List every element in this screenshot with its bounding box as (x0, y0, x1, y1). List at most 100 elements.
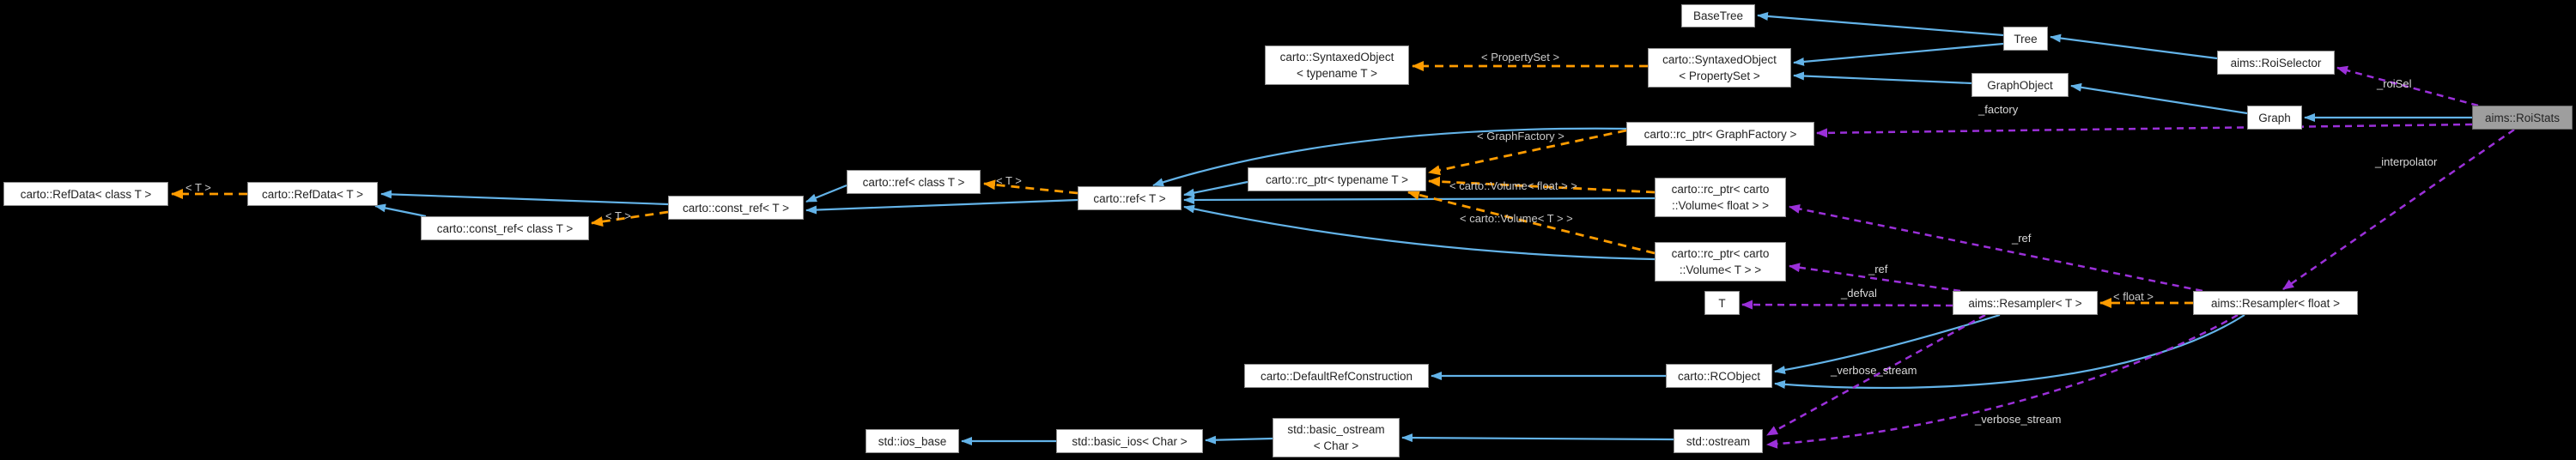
node-carto-ref-t[interactable]: carto::ref< T > (1078, 186, 1182, 210)
node-tree[interactable]: Tree (2003, 27, 2048, 51)
node-carto-refdata-t[interactable]: carto::RefData< T > (247, 182, 378, 206)
node-carto-syntaxedobject-propertyset[interactable]: carto::SyntaxedObject< PropertySet > (1648, 48, 1791, 88)
node-graphobject[interactable]: GraphObject (1971, 73, 2069, 97)
edge-label-template-t: < T > (996, 174, 1022, 187)
node-label: carto::rc_ptr< GraphFactory > (1643, 127, 1797, 141)
edge-rcptrt-to-reft (1183, 180, 1249, 197)
edge-resamplert-to-rcobject (1774, 313, 2001, 374)
edge-roistats-factory (1816, 123, 2473, 138)
edge-label-verbose-stream: _verbose_stream (1975, 413, 2062, 426)
edge-label-factory: _factory (1978, 103, 2019, 116)
edge-reft-to-refclass (983, 179, 1078, 195)
node-carto-defaultrefconstruction[interactable]: carto::DefaultRefConstruction (1244, 364, 1429, 388)
node-label: ::Volume< T > > (1679, 263, 1762, 276)
node-aims-resampler-t[interactable]: aims::Resampler< T > (1953, 291, 2098, 315)
node-label: carto::const_ref< T > (682, 201, 790, 215)
edge-ostream-to-basicostream (1401, 433, 1674, 443)
edge-graph-to-graphobject (2070, 82, 2248, 115)
node-carto-syntaxedobject-typename-t[interactable]: carto::SyntaxedObject< typename T > (1265, 45, 1409, 85)
node-label: T (1718, 296, 1726, 310)
edge-resamplert-defval (1741, 300, 1953, 310)
edge-rcptrvt-to-rcptrt (1407, 190, 1656, 255)
node-label: GraphObject (1987, 78, 2053, 92)
node-carto-const-ref-t[interactable]: carto::const_ref< T > (668, 196, 804, 220)
node-label: carto::rc_ptr< typename T > (1265, 172, 1409, 186)
node-carto-refdata-class-t[interactable]: carto::RefData< class T > (3, 182, 168, 206)
edge-roistats-interpolator (2282, 128, 2515, 291)
edge-roiselector-to-tree (2050, 33, 2218, 60)
edge-label-roisel: _roiSel (2377, 77, 2412, 90)
edge-rcptrgf-to-reft (1152, 127, 1627, 187)
node-label: carto::SyntaxedObject (1662, 53, 1777, 66)
node-label: aims::RoiStats (2484, 111, 2561, 124)
node-label: carto::const_ref< class T > (436, 221, 574, 235)
node-label: BaseTree (1692, 9, 1744, 22)
edge-constreft-to-refdatat (380, 190, 669, 206)
node-label: carto::rc_ptr< carto (1671, 183, 1770, 196)
node-label: aims::RoiSelector (2230, 56, 2322, 70)
node-label: carto::rc_ptr< carto (1671, 247, 1770, 260)
edge-label-verbose-stream: _verbose_stream (1831, 364, 1917, 377)
node-carto-rcobject[interactable]: carto::RCObject (1666, 364, 1772, 388)
edge-rcptrvf-to-reft (1183, 195, 1656, 204)
edge-label-propertyset: < PropertySet > (1481, 51, 1560, 64)
node-std-basic-ios-char[interactable]: std::basic_ios< Char > (1056, 429, 1203, 453)
edge-label-ref: _ref (2012, 232, 2032, 245)
edge-graphobject-to-syntaxedps (1793, 71, 1972, 85)
node-carto-const-ref-class-t[interactable]: carto::const_ref< class T > (421, 216, 589, 240)
edge-roistats-roisel (2336, 65, 2479, 107)
node-label: < Char > (1313, 439, 1359, 452)
node-label: std::ios_base (878, 434, 947, 448)
node-label: std::basic_ios< Char > (1072, 434, 1188, 448)
node-carto-rc-ptr-volume-t[interactable]: carto::rc_ptr< carto::Volume< T > > (1655, 242, 1786, 281)
edge-refclass-to-constreft (805, 184, 848, 203)
edge-label-volume-t: < carto::Volume< T > > (1460, 212, 1573, 225)
edge-tree-to-syntaxedps (1793, 42, 2004, 66)
node-aims-roistats-current: aims::RoiStats (2472, 106, 2573, 130)
node-carto-rc-ptr-typename-t[interactable]: carto::rc_ptr< typename T > (1248, 167, 1426, 191)
node-std-ios-base[interactable]: std::ios_base (866, 429, 959, 453)
node-carto-ref-class-t[interactable]: carto::ref< class T > (847, 170, 981, 194)
edge-constreft-to-constrefclass (591, 210, 669, 227)
edge-basicostream-to-basicios (1205, 435, 1273, 445)
node-label: < PropertySet > (1679, 70, 1760, 82)
edge-rcptrvf-to-rcptrt (1428, 176, 1656, 194)
node-label: carto::ref< class T > (862, 175, 965, 189)
node-std-basic-ostream-char[interactable]: std::basic_ostream< Char > (1273, 418, 1400, 457)
node-graph[interactable]: Graph (2247, 106, 2302, 130)
edge-label-float: < float > (2113, 290, 2154, 303)
edge-constrefclass-to-refdatat (374, 203, 427, 218)
edge-reft-to-constreft (805, 198, 1078, 215)
node-label: carto::DefaultRefConstruction (1260, 369, 1413, 383)
node-label: carto::RefData< class T > (20, 187, 152, 201)
edge-label-graphfactory: < GraphFactory > (1477, 130, 1564, 142)
node-label: carto::SyntaxedObject (1279, 51, 1394, 64)
edge-label-template-t: < T > (605, 209, 631, 222)
node-t[interactable]: T (1704, 291, 1740, 315)
edge-label-template-t: < T > (185, 181, 211, 194)
node-label: carto::RCObject (1677, 369, 1761, 383)
edge-label-interpolator: _interpolator (2375, 155, 2438, 168)
node-label: carto::RefData< T > (261, 187, 364, 201)
node-carto-rc-ptr-graphfactory[interactable]: carto::rc_ptr< GraphFactory > (1626, 122, 1814, 146)
node-aims-resampler-float[interactable]: aims::Resampler< float > (2193, 291, 2358, 315)
node-aims-roiselector[interactable]: aims::RoiSelector (2217, 51, 2335, 75)
node-label: Tree (2014, 32, 2038, 45)
node-label: std::basic_ostream (1287, 423, 1385, 436)
node-carto-rc-ptr-volume-float[interactable]: carto::rc_ptr< carto::Volume< float > > (1655, 178, 1786, 217)
node-label: std::ostream (1686, 434, 1751, 448)
edge-resamplerf-to-rcobject (1774, 314, 2245, 390)
edge-label-defval: _defval (1841, 287, 1877, 300)
edge-tree-to-basetree (1757, 11, 2004, 37)
node-label: aims::Resampler< float > (2210, 296, 2341, 310)
node-std-ostream[interactable]: std::ostream (1674, 429, 1763, 453)
node-label: < typename T > (1296, 67, 1378, 80)
node-label: ::Volume< float > > (1672, 199, 1769, 212)
node-label: carto::ref< T > (1093, 191, 1166, 205)
node-basetree[interactable]: BaseTree (1681, 4, 1755, 27)
edge-resamplerf-ref (1789, 204, 2203, 293)
edge-resamplert-ref (1789, 263, 1961, 293)
edge-rcptrvt-to-reft (1183, 204, 1656, 261)
edge-rcptrgf-to-rcptrt (1428, 129, 1627, 176)
